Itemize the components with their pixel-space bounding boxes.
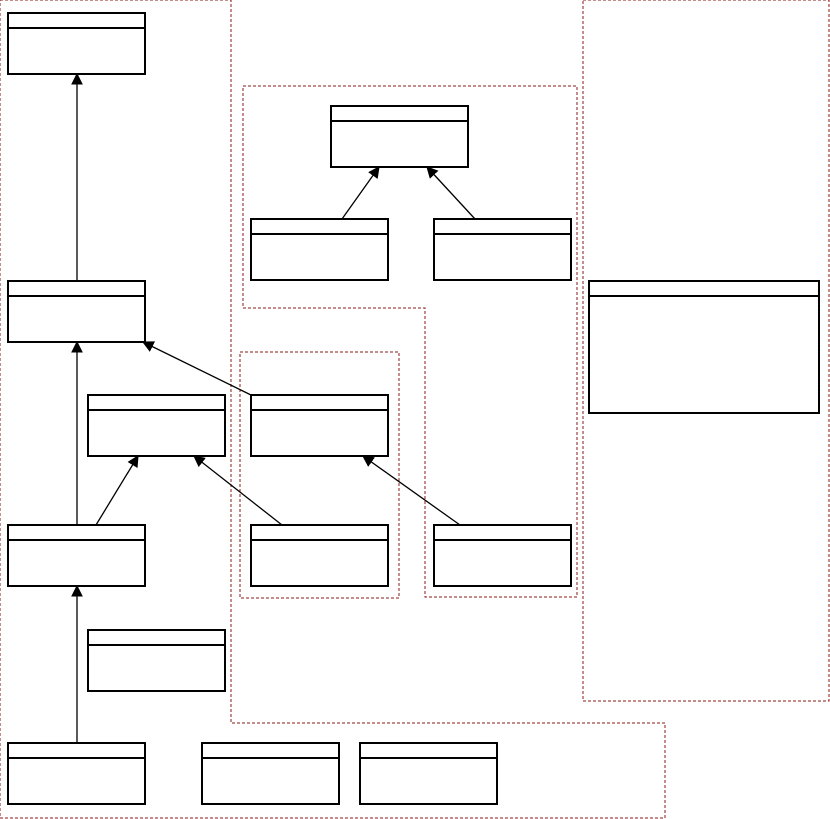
class-box-c2[interactable]: [7, 280, 146, 343]
class-box-frame: [7, 12, 146, 75]
generalization-arrow: [193, 455, 283, 526]
class-box-c10[interactable]: [7, 742, 146, 805]
relations: [71, 72, 476, 743]
package-region-top-middle: [242, 85, 578, 598]
generalization-arrow: [362, 455, 461, 526]
class-box-c12[interactable]: [359, 742, 498, 805]
class-box-c11[interactable]: [201, 742, 340, 805]
class-box-c8[interactable]: [250, 218, 389, 281]
class-box-c9[interactable]: [87, 629, 226, 692]
class-box-frame: [87, 629, 226, 692]
package-region-right: [582, 0, 830, 702]
class-box-frame: [7, 742, 146, 805]
generalization-arrow: [426, 166, 476, 220]
class-box-c7[interactable]: [250, 524, 389, 587]
class-box-frame: [433, 218, 572, 281]
class-box-c6[interactable]: [330, 105, 469, 168]
class-box-frame: [201, 742, 340, 805]
class-box-frame: [250, 218, 389, 281]
class-box-frame: [250, 524, 389, 587]
class-box-c4[interactable]: [7, 524, 146, 587]
class-box-frame: [250, 394, 389, 457]
generalization-arrow: [141, 341, 252, 396]
class-box-c14[interactable]: [433, 524, 572, 587]
class-box-c1[interactable]: [7, 12, 146, 75]
class-box-frame: [359, 742, 498, 805]
class-box-c16[interactable]: [588, 280, 820, 414]
classes: [7, 12, 820, 805]
generalization-arrow: [341, 166, 380, 220]
class-box-frame: [87, 394, 226, 457]
package-region-middle: [239, 351, 400, 599]
class-box-frame: [330, 105, 469, 168]
class-box-c15[interactable]: [433, 218, 572, 281]
package-region-left: [0, 0, 666, 819]
class-box-frame: [433, 524, 572, 587]
class-box-frame: [7, 524, 146, 587]
generalization-arrow: [95, 455, 139, 526]
class-box-frame: [7, 280, 146, 343]
class-box-c13[interactable]: [250, 394, 389, 457]
class-box-c5[interactable]: [87, 394, 226, 457]
class-box-frame: [588, 280, 820, 414]
